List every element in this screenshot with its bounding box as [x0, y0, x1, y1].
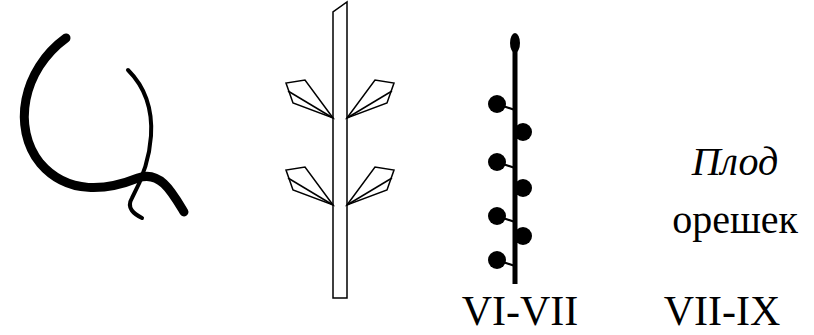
spike-symbol	[488, 33, 532, 284]
root-symbol	[24, 38, 184, 218]
flowering-period: VI-VII	[462, 290, 579, 332]
fruit-type: орешек	[672, 200, 798, 240]
fruiting-period: VII-IX	[664, 290, 781, 332]
stem-symbol	[286, 2, 394, 298]
fruit-heading: Плод	[692, 142, 779, 182]
